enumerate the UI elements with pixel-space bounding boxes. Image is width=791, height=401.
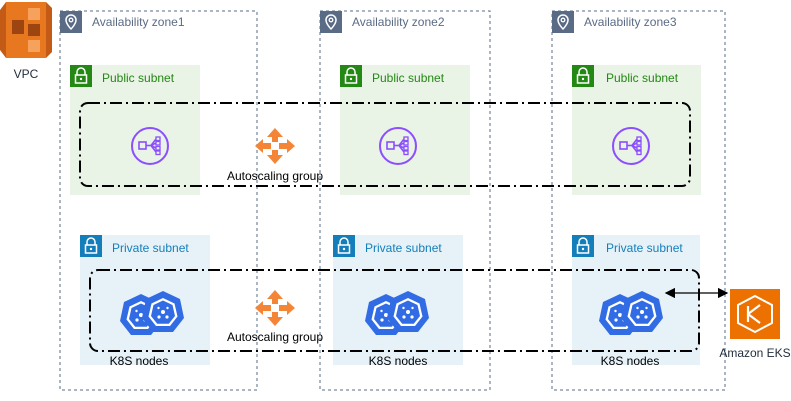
private-subnet-2-label: Private subnet	[365, 241, 442, 255]
private-subnet-3-label: Private subnet	[606, 241, 683, 255]
public-subnet-1-label: Public subnet	[102, 71, 175, 85]
public-subnet-3: Public subnet	[572, 65, 701, 195]
k8s-nodes-label-1: K8S nodes	[110, 354, 169, 368]
availability-zone-1: Availability zone1	[59, 10, 258, 391]
vpc-icon	[0, 2, 52, 58]
availability-zone-3: Availability zone3	[551, 10, 726, 391]
zone-3-label: Availability zone3	[584, 15, 677, 29]
vpc-label: VPC	[14, 67, 39, 81]
k8s-nodes-label-2: K8S nodes	[369, 354, 428, 368]
location-pin-icon	[59, 10, 83, 34]
public-subnet-3-label: Public subnet	[606, 71, 679, 85]
public-subnet-1: Public subnet	[70, 65, 200, 195]
autoscaling-group-boundary-private	[89, 269, 700, 352]
eks-label: Amazon EKS	[719, 346, 790, 360]
private-subnet-1-label: Private subnet	[112, 241, 189, 255]
location-pin-icon	[551, 10, 575, 34]
autoscaling-arrows-icon	[255, 128, 295, 164]
autoscaling-group-label-2: Autoscaling group	[227, 330, 323, 344]
availability-zone-2: Availability zone2	[319, 10, 491, 391]
zone-1-label: Availability zone1	[92, 15, 185, 29]
eks-icon	[730, 289, 780, 339]
autoscaling-group-boundary-public	[79, 102, 691, 187]
public-subnet-2: Public subnet	[340, 65, 470, 195]
location-pin-icon	[319, 10, 343, 34]
zone-2-label: Availability zone2	[352, 15, 445, 29]
autoscaling-group-label-1: Autoscaling group	[227, 169, 323, 183]
private-subnet-3: Private subnet K8S nodes	[572, 235, 700, 368]
public-subnet-2-label: Public subnet	[372, 71, 445, 85]
private-subnet-2: Private subnet K8S nodes	[333, 235, 463, 368]
private-subnet-1: Private subnet K8S nodes	[80, 235, 210, 368]
autoscaling-arrows-icon	[255, 290, 295, 326]
k8s-nodes-label-3: K8S nodes	[601, 354, 660, 368]
